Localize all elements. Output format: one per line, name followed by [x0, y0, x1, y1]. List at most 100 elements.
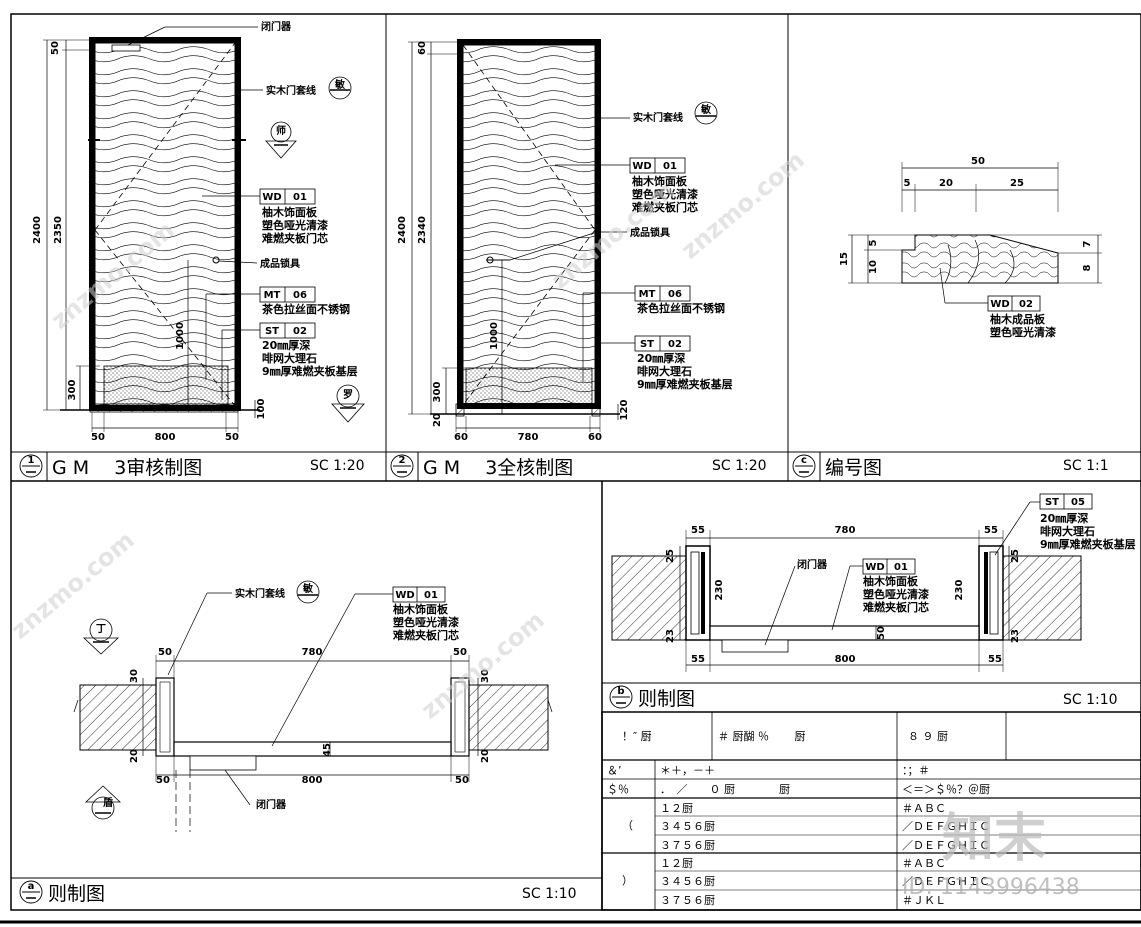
profile-wd-line-1: 柚木成品板 — [990, 312, 1046, 326]
table-g2-r1-c1: １２厨 — [660, 857, 693, 870]
b-st-num: 05 — [1071, 497, 1085, 508]
panel-title-b: 则制图 — [638, 688, 695, 710]
plan-wd-num: 01 — [424, 590, 438, 601]
mt-num: 06 — [293, 290, 307, 301]
profile-dim-total: 50 — [971, 156, 985, 167]
dim-w-mid: 800 — [155, 432, 176, 443]
dim-w-left: 50 — [91, 432, 105, 443]
table-g2-r2-c2: ／ＤＥＦＧＨＩＣ — [902, 875, 990, 888]
table-header-1: ！″ 厨 — [622, 730, 652, 743]
dim-w-right: 50 — [225, 432, 239, 443]
dim-door-height-2: 2340 — [417, 216, 428, 244]
wd-line-1: 柚木饰面板 — [262, 205, 318, 219]
st-code: ST — [265, 326, 279, 337]
profile-dim-r2: 8 — [1082, 264, 1093, 271]
door-leaf-2 — [462, 44, 596, 406]
door-leaf-b — [709, 625, 980, 641]
b-dim-l25: 25 — [665, 549, 676, 563]
plan-tag-bottom: 盾 — [103, 796, 113, 809]
panel-scale-c: SC 1:1 — [1063, 458, 1109, 474]
mt-num-2: 06 — [668, 289, 682, 300]
door-leaf-plan — [173, 741, 452, 757]
panel-index-2: 2 — [399, 455, 406, 466]
plan-wd-code: WD — [395, 590, 414, 601]
panel-scale-a: SC 1:10 — [522, 886, 577, 902]
plan-label-trim: 实木门套线 — [235, 587, 285, 600]
plan-wd-line-2: 塑色哑光清漆 — [393, 615, 459, 629]
table-g1-r3-c2: ／ＤＥＦＧＨＩＣ — [902, 839, 990, 852]
profile-wd-code: WD — [990, 299, 1009, 310]
plan-tag-trim: 敏 — [302, 582, 313, 595]
plan-dim-br50: 50 — [455, 775, 469, 786]
table-g1-r3-c1: ３７５６厨 — [660, 839, 715, 852]
profile-wd-line-2: 塑色哑光清漆 — [990, 325, 1056, 339]
wd-code-2: WD — [632, 161, 651, 172]
panel-index-a: a — [28, 881, 35, 892]
b-st-line-1: 20㎜厚深 — [1040, 511, 1088, 525]
plan-dim-t45: 45 — [322, 743, 333, 757]
plan-dim-l30: 30 — [129, 669, 140, 683]
b-dim-l230: 230 — [714, 580, 725, 601]
panel-scale-2: SC 1:20 — [712, 458, 767, 474]
dim-base: 300 — [67, 380, 78, 401]
mt-line: 茶色拉丝面不锈钢 — [261, 302, 350, 316]
b-dim-top: 780 — [835, 525, 856, 536]
plan-dim-r50: 50 — [453, 647, 467, 658]
panel-2-elevation: 60 2400 2340 1000 300 20 120 60 780 60 实… — [386, 39, 788, 481]
panel-index-b: b — [617, 686, 624, 697]
wd-num: 01 — [293, 192, 307, 203]
table-r1-c3: ：；＃ — [902, 764, 930, 777]
mt-code: MT — [264, 290, 281, 301]
dim-w-left-2: 60 — [454, 432, 468, 443]
plan-dim-l50: 50 — [158, 647, 172, 658]
wd-num-2: 01 — [663, 161, 677, 172]
b-dim-l55: 55 — [691, 525, 705, 536]
dim-plinth: 100 — [256, 399, 267, 420]
profile-dim-r1: 7 — [1082, 240, 1093, 247]
b-wd-line-3: 难燃夹板门芯 — [862, 600, 929, 614]
profile-dim-a: 5 — [904, 178, 911, 189]
panel-index: 1 — [28, 455, 35, 466]
plan-wd-line-3: 难燃夹板门芯 — [392, 628, 459, 642]
plan-wd-line-1: 柚木饰面板 — [393, 602, 449, 616]
b-dim-r23: 23 — [1010, 629, 1021, 643]
st-num: 02 — [293, 326, 307, 337]
b-dim-l23: 23 — [665, 629, 676, 643]
st-code-2: ST — [640, 339, 654, 350]
panel-title: G M 3审核制图 — [52, 457, 202, 479]
profile-dim-b: 20 — [939, 178, 953, 189]
table-r2-c1: ＄％ — [607, 782, 629, 796]
wd-line-2: 塑色哑光清漆 — [262, 218, 328, 232]
mt-code-2: MT — [639, 289, 656, 300]
panel-c-profile: 50 5 20 25 15 5 10 7 8 WD 02 柚木成品板 塑色哑光清… — [788, 156, 1141, 481]
wd-line-3-2: 难燃夹板门芯 — [631, 200, 698, 214]
panel-title-a: 则制图 — [48, 883, 105, 905]
dim-b1: 20 — [432, 413, 443, 427]
table-group-1: （ — [622, 819, 633, 832]
table-r1-c1: ＆’ — [607, 764, 622, 777]
profile-dim-h3: 10 — [868, 260, 879, 274]
table-g1-r1-c1: １２厨 — [660, 802, 693, 815]
schedule-table: ！″ 厨 ＃ 厨醐 ％ 厨 ８ ９ 厨 ＆’ ＊＋，－＋ ：；＃ ＄％ ． ／ … — [601, 711, 1141, 911]
wd-line-3: 难燃夹板门芯 — [261, 231, 328, 245]
b-st-code: ST — [1045, 497, 1059, 508]
b-dim-r55: 55 — [984, 525, 998, 536]
table-g2-r2-c1: ３４５６厨 — [660, 875, 715, 888]
st-line-3: 9㎜厚难燃夹板基层 — [262, 364, 358, 378]
dim-w-mid-2: 780 — [518, 432, 539, 443]
plan-dim-top: 780 — [302, 647, 323, 658]
b-label-closer: 闭门器 — [797, 558, 828, 571]
tag-side: 师 — [276, 124, 286, 137]
label-trim: 实木门套线 — [266, 84, 316, 97]
label-door-closer: 闭门器 — [261, 20, 292, 33]
b-dim-r230: 230 — [954, 580, 965, 601]
st-line-2-2: 啡网大理石 — [637, 364, 692, 378]
table-header-3: ８ ９ 厨 — [908, 730, 948, 743]
st-line-2: 啡网大理石 — [262, 351, 317, 365]
mt-line-2: 茶色拉丝面不锈钢 — [636, 301, 725, 315]
table-r2-c3: ＜＝＞＄％？＠厨 — [902, 782, 990, 796]
dim-w-right-2: 60 — [588, 432, 602, 443]
panel-b-plan: 55 780 55 25 25 230 230 50 23 23 55 800 … — [602, 493, 1141, 710]
dim-top: 50 — [50, 41, 61, 55]
dim-b2: 120 — [619, 400, 630, 421]
